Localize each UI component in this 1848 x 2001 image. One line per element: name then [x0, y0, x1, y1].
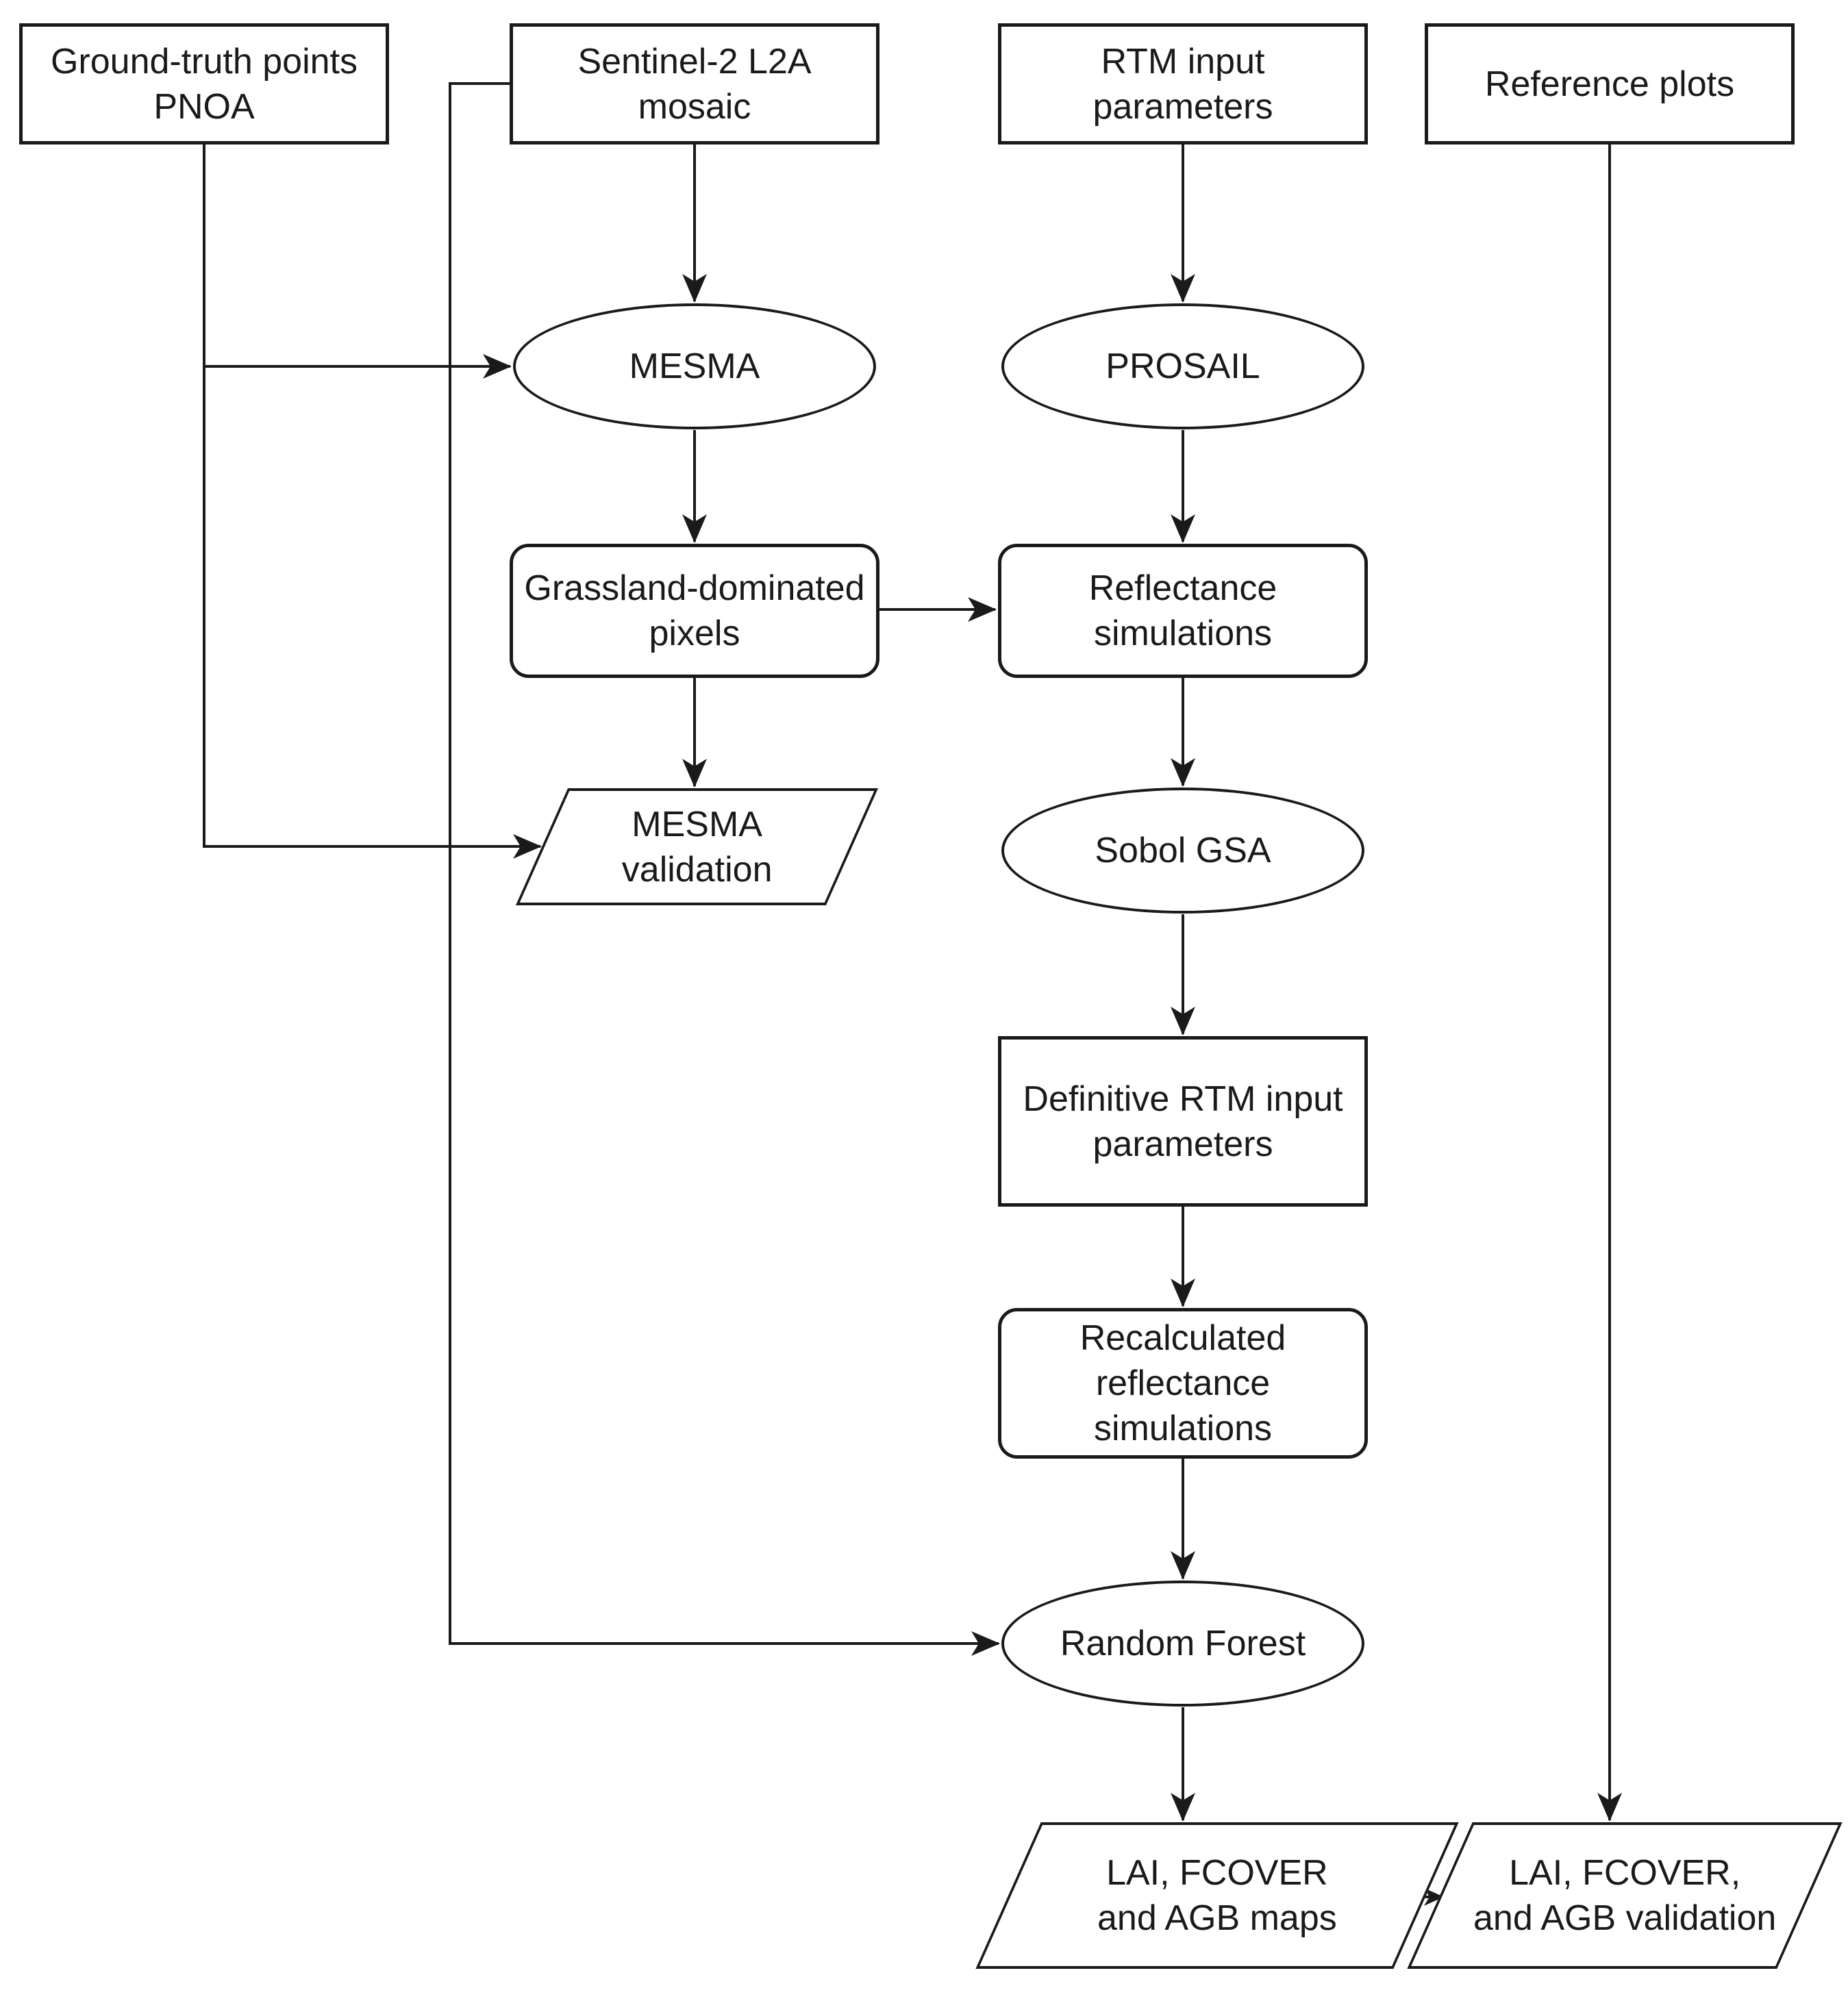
node-ground-truth-points-label: Ground-truth points PNOA — [50, 41, 358, 127]
node-definitive-rtm-input-parameters-label: Definitive RTM input parameters — [1023, 1079, 1343, 1164]
node-lai-fcover-agb-maps-label: LAI, FCOVER and AGB maps — [1097, 1853, 1337, 1938]
node-sentinel2-mosaic: Sentinel-2 L2A mosaic — [510, 23, 879, 144]
edge-sentinel2-to-random-forest — [449, 82, 1000, 1656]
node-rtm-input-parameters: RTM input parameters — [998, 23, 1368, 144]
node-sentinel2-mosaic-label: Sentinel-2 L2A mosaic — [577, 41, 812, 127]
node-reflectance-simulations: Reflectance simulations — [998, 544, 1368, 678]
node-lai-fcover-agb-maps: LAI, FCOVER and AGB maps — [975, 1822, 1459, 1969]
node-grassland-dominated-pixels-label: Grassland-dominated pixels — [524, 568, 865, 653]
node-definitive-rtm-input-parameters: Definitive RTM input parameters — [998, 1036, 1368, 1207]
node-reflectance-simulations-label: Reflectance simulations — [1088, 568, 1277, 653]
edge-ground-truth-to-mesma-validation — [203, 144, 542, 859]
node-ground-truth-points: Ground-truth points PNOA — [19, 23, 389, 144]
node-random-forest: Random Forest — [1001, 1581, 1364, 1707]
node-lai-fcover-agb-validation-label: LAI, FCOVER, and AGB validation — [1473, 1853, 1777, 1938]
node-random-forest-label: Random Forest — [1060, 1624, 1306, 1663]
node-prosail-label: PROSAIL — [1106, 347, 1260, 386]
node-sobol-gsa-label: Sobol GSA — [1095, 831, 1271, 870]
node-recalculated-reflectance-simulations: Recalculated reflectance simulations — [998, 1308, 1368, 1459]
node-reference-plots-label: Reference plots — [1484, 64, 1735, 104]
node-mesma-label: MESMA — [629, 347, 760, 386]
node-mesma-validation: MESMA validation — [515, 788, 879, 905]
node-reference-plots: Reference plots — [1425, 23, 1795, 144]
node-lai-fcover-agb-validation: LAI, FCOVER, and AGB validation — [1407, 1822, 1843, 1969]
node-sobol-gsa: Sobol GSA — [1001, 788, 1364, 914]
node-grassland-dominated-pixels: Grassland-dominated pixels — [510, 544, 879, 678]
node-prosail: PROSAIL — [1001, 303, 1364, 429]
node-mesma: MESMA — [513, 303, 876, 429]
node-mesma-validation-label: MESMA validation — [621, 804, 773, 890]
node-rtm-input-parameters-label: RTM input parameters — [1092, 41, 1273, 127]
node-recalculated-reflectance-simulations-label: Recalculated reflectance simulations — [1079, 1318, 1286, 1448]
